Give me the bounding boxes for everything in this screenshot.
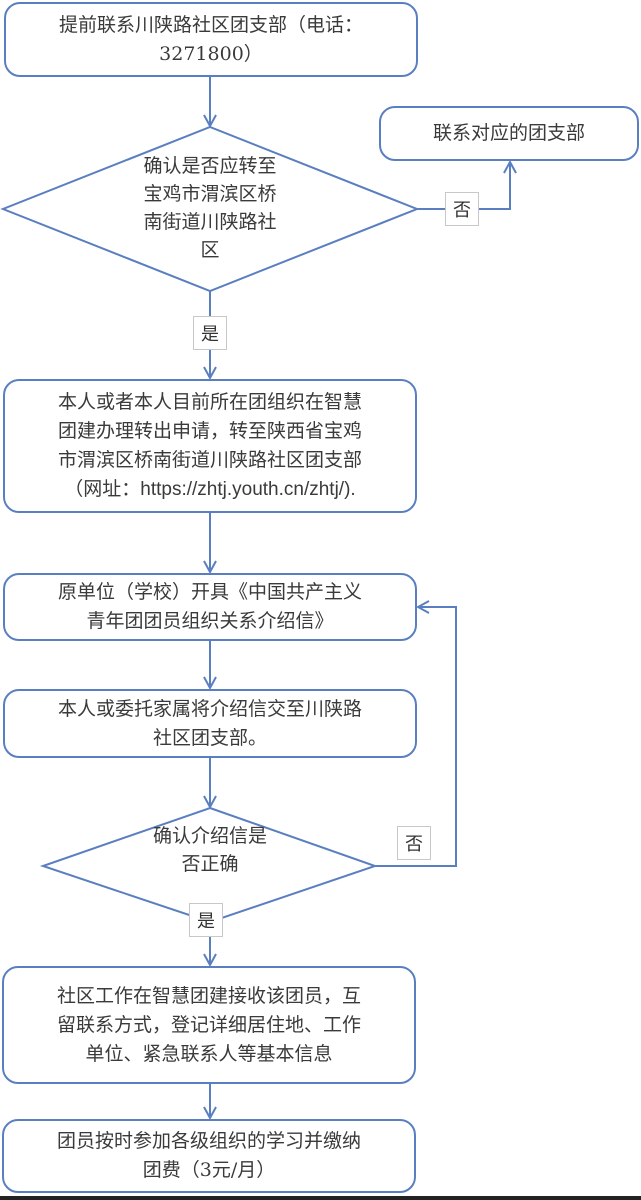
- node-submit-letter: 本人或委托家属将介绍信交至川陕路 社区团支部。: [3, 689, 417, 758]
- decision-text-transfer: 确认是否应转至 宝鸡市渭滨区桥 南街道川陕路社 区: [110, 152, 310, 264]
- edge-label-no-letter: 否: [397, 826, 431, 860]
- node-text-line: 本人或委托家属将介绍信交至川陕路: [57, 697, 362, 720]
- edge-label-no-transfer: 否: [445, 192, 479, 226]
- node-text-line: 留联系方式，登记详细居住地、工作: [56, 1013, 361, 1036]
- node-text-line: 提前联系川陕路社区团支部（电话：: [58, 13, 363, 36]
- node-contact-other: 联系对应的团支部: [379, 106, 639, 161]
- node-text-line: 确认是否应转至: [143, 155, 277, 177]
- node-apply-transfer: 本人或者本人目前所在团组织在智慧 团建办理转出申请，转至陕西省宝鸡 市渭滨区桥南…: [3, 379, 417, 513]
- node-attend-pay: 团员按时参加各级组织的学习并缴纳 团费（3元/月）: [2, 1119, 416, 1193]
- node-text-line: 原单位（学校）开具《中国共产主义: [57, 581, 362, 603]
- bottom-edge-bar: [0, 1196, 641, 1200]
- node-text-line: 南街道川陕路社: [143, 211, 277, 233]
- node-text-line: 团建办理转出申请，转至陕西省宝鸡: [57, 420, 362, 442]
- node-text-line: 宝鸡市渭滨区桥: [143, 183, 277, 205]
- node-text-line: 联系对应的团支部: [432, 122, 585, 144]
- node-text-line: 单位、紧急联系人等基本信息: [85, 1042, 333, 1065]
- node-text-line: （网址：https://zhtj.youth.cn/zhtj/).: [64, 479, 356, 500]
- node-text-line: 团费（3元/月）: [142, 1159, 276, 1181]
- edge-decision-no-issue: [375, 607, 457, 867]
- node-text-line: 本人或者本人目前所在团组织在智慧: [57, 391, 362, 413]
- node-text-line: 3271800）: [159, 42, 263, 65]
- node-text-line: 青年团团员组织关系介绍信》: [86, 610, 334, 632]
- node-issue-letter: 原单位（学校）开具《中国共产主义 青年团团员组织关系介绍信》: [3, 573, 417, 641]
- node-text-line: 社区团支部。: [152, 726, 267, 749]
- edge-label-yes-letter: 是: [189, 903, 223, 937]
- node-text-line: 社区工作在智慧团建接收该团员，互: [56, 984, 361, 1007]
- edge-label-yes-transfer: 是: [193, 316, 227, 350]
- decision-text-letter: 确认介绍信是 否正确: [120, 822, 300, 878]
- node-receive-member: 社区工作在智慧团建接收该团员，互 留联系方式，登记详细居住地、工作 单位、紧急联…: [2, 966, 416, 1084]
- node-text-line: 确认介绍信是: [152, 825, 267, 847]
- node-text-line: 区: [200, 239, 220, 261]
- node-text-line: 团员按时参加各级组织的学习并缴纳: [56, 1130, 361, 1152]
- node-contact-branch: 提前联系川陕路社区团支部（电话： 3271800）: [4, 2, 418, 77]
- node-text-line: 否正确: [181, 853, 239, 875]
- node-text-line: 市渭滨区桥南街道川陕路社区团支部: [57, 449, 362, 471]
